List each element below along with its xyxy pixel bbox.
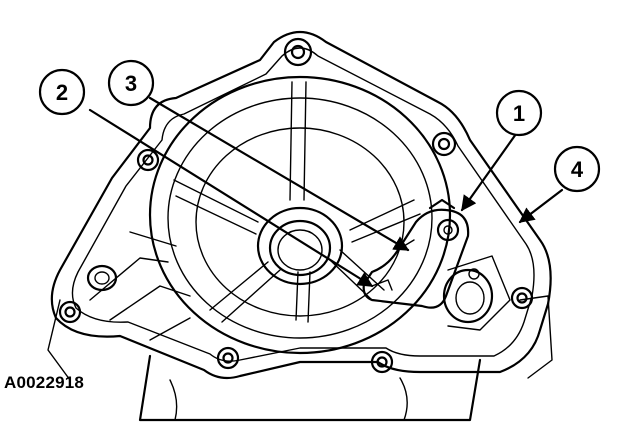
input-shaft-bore [256, 206, 344, 286]
bolt-hole-bottom-right [370, 350, 394, 374]
bell-housing [148, 75, 452, 355]
leader-1 [460, 132, 518, 212]
bolt-hole-top [283, 37, 313, 67]
callout-1-number: 1 [513, 101, 525, 126]
bolt-holes [58, 37, 534, 374]
bolt-hole-upper-left [136, 148, 160, 172]
callout-1: 1 [495, 89, 543, 137]
leader-4 [518, 188, 564, 224]
bolt-hole-right-upper [431, 131, 457, 157]
bolt-hole-right [510, 286, 534, 310]
callout-3-number: 3 [125, 71, 137, 96]
leader-2 [88, 108, 374, 288]
bolt-hole-bottom-left [216, 346, 240, 370]
callout-4: 4 [553, 145, 601, 193]
gasket-outer-flange [50, 30, 552, 380]
housing-lower-extension [47, 295, 553, 422]
figure-code: A0022918 [4, 373, 85, 392]
shift-shaft-boss [442, 255, 511, 331]
casting-webs-left [86, 231, 191, 341]
callout-leaders [88, 96, 564, 288]
callout-3: 3 [107, 59, 155, 107]
callout-4-number: 4 [571, 157, 584, 182]
detent-lever-plate [362, 198, 470, 309]
leader-3 [148, 96, 410, 252]
callout-2-number: 2 [56, 80, 68, 105]
callout-2: 2 [38, 68, 86, 116]
bolt-hole-left [58, 300, 82, 324]
